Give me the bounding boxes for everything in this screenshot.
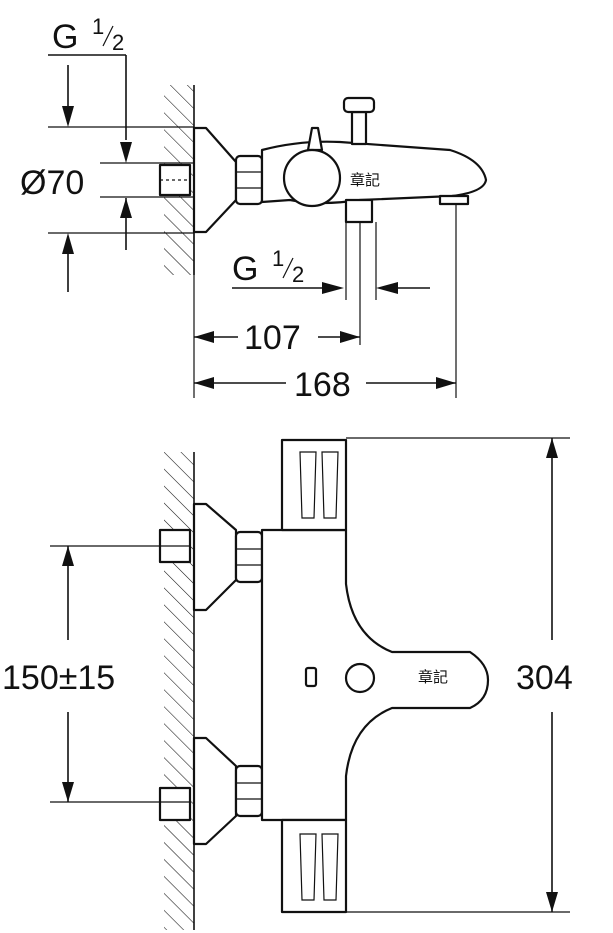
diverter-button bbox=[344, 662, 376, 694]
thread-label-top: G 1 2 bbox=[52, 14, 124, 56]
front-view: 章記 150±15 304 bbox=[2, 437, 573, 930]
dim-168: 168 bbox=[294, 366, 351, 404]
svg-text:2: 2 bbox=[112, 30, 124, 55]
svg-text:G: G bbox=[52, 18, 78, 56]
svg-text:G: G bbox=[232, 250, 258, 288]
dim-height: 304 bbox=[516, 659, 573, 697]
escutcheon-lower bbox=[192, 736, 238, 846]
thread-label-outlet: G 1 2 bbox=[232, 246, 304, 288]
svg-text:1: 1 bbox=[272, 246, 284, 271]
watermark-front: 章記 bbox=[418, 668, 448, 686]
dim-107: 107 bbox=[244, 319, 301, 357]
control-handle-side bbox=[282, 148, 342, 208]
dim-centers: 150±15 bbox=[2, 659, 115, 697]
svg-text:1: 1 bbox=[92, 14, 104, 39]
watermark-side: 章記 bbox=[350, 171, 380, 189]
escutcheon-upper bbox=[192, 502, 238, 612]
top-handle bbox=[280, 438, 348, 532]
svg-text:2: 2 bbox=[292, 262, 304, 287]
wall-hatch-bottom bbox=[164, 452, 194, 930]
mixer-body-front bbox=[260, 528, 490, 822]
escutcheon-side bbox=[192, 126, 238, 234]
side-view: 章記 G 1 2 Ø70 G 1 2 bbox=[20, 14, 488, 404]
diameter-label: Ø70 bbox=[20, 164, 84, 202]
